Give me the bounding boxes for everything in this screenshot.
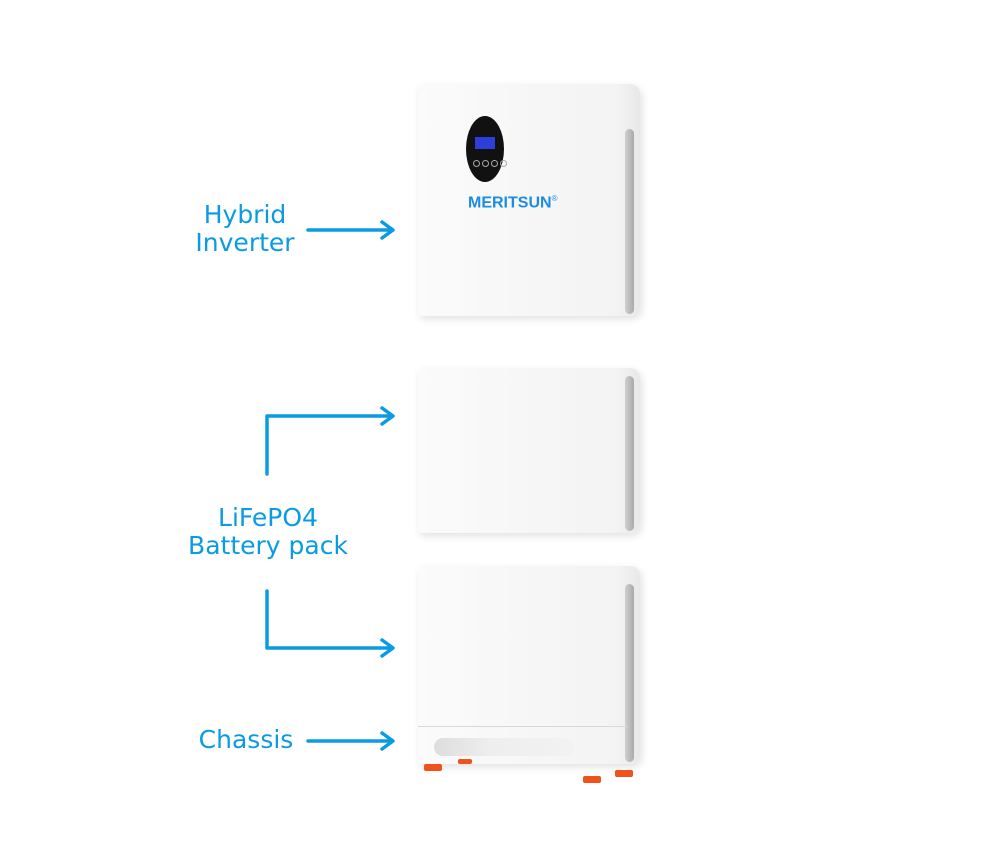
chassis-handle	[434, 738, 574, 756]
label-line: Inverter	[195, 228, 295, 257]
brand-text: MERITSUN	[468, 194, 552, 212]
label-line: Hybrid	[203, 200, 287, 229]
brand-logo: MERITSUN®	[468, 194, 557, 212]
label-battery-pack: LiFePO4 Battery pack	[170, 504, 366, 560]
control-buttons	[473, 160, 507, 167]
arrow-inverter	[306, 220, 395, 240]
registered-mark: ®	[551, 194, 558, 203]
side-rail	[625, 584, 634, 762]
chassis-foot	[458, 759, 472, 764]
chassis-foot	[583, 776, 601, 783]
battery-pack-lower	[418, 566, 640, 764]
hybrid-inverter-unit: MERITSUN®	[418, 84, 640, 316]
chassis-foot	[615, 770, 633, 777]
arrow-battery-lower	[265, 589, 395, 658]
label-hybrid-inverter: Hybrid Inverter	[185, 201, 305, 257]
battery-pack-upper	[418, 368, 640, 533]
lcd-screen	[475, 137, 495, 149]
label-line: Battery pack	[188, 531, 348, 560]
label-chassis: Chassis	[198, 725, 294, 754]
display-panel	[466, 116, 507, 182]
side-rail	[625, 376, 634, 531]
side-rail	[625, 129, 634, 314]
arrow-battery-upper	[265, 406, 395, 476]
chassis-foot	[424, 764, 442, 771]
chassis-seam	[418, 726, 628, 727]
arrow-chassis	[306, 731, 395, 751]
label-line: LiFePO4	[218, 503, 318, 532]
